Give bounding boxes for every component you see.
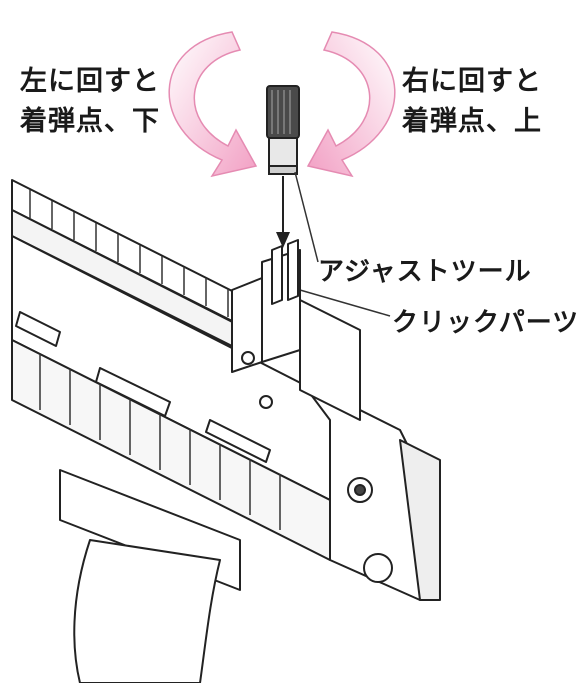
right-rotation-label: 右に回すと 着弾点、上	[402, 62, 542, 142]
left-rotation-label: 左に回すと 着弾点、下	[20, 62, 160, 142]
left-label-line2: 着弾点、下	[20, 106, 160, 137]
rotate-right-arrow	[306, 31, 396, 178]
click-parts-label: クリックパーツ	[392, 308, 580, 338]
rifle-body	[11, 179, 441, 683]
rotate-left-arrow	[168, 31, 258, 178]
adjust-tool	[266, 85, 300, 175]
leader-lines	[294, 171, 391, 317]
down-arrow	[276, 176, 290, 248]
right-label-line1: 右に回すと	[402, 66, 542, 97]
adjust-tool-label: アジャストツール	[318, 257, 532, 287]
right-label-line2: 着弾点、上	[402, 106, 542, 137]
left-label-line1: 左に回すと	[20, 66, 160, 97]
